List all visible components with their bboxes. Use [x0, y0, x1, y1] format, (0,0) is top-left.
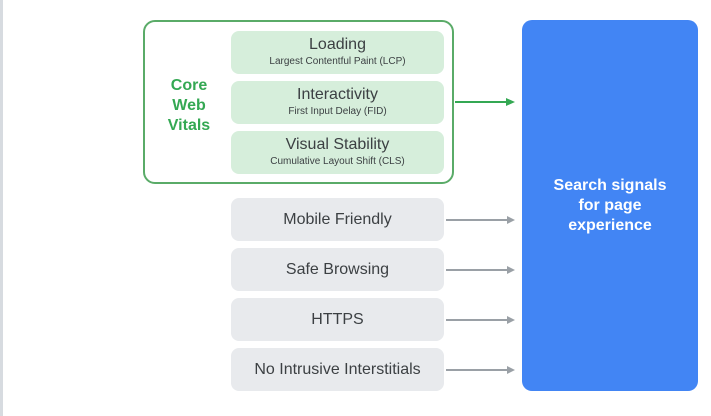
metric-subtitle: First Input Delay (FID) — [288, 106, 387, 117]
signal-safe-browsing: Safe Browsing — [231, 248, 444, 291]
signal-arrow-line — [446, 319, 508, 321]
result-line: Search signals — [553, 177, 667, 194]
left-edge-divider — [0, 0, 3, 416]
page-experience-box — [522, 20, 698, 391]
signal-no-intrusive-interstitials: No Intrusive Interstitials — [231, 348, 444, 391]
metric-title: Loading — [309, 36, 366, 53]
signal-arrow-line — [446, 269, 508, 271]
signal-arrow-head-icon — [507, 216, 515, 224]
core-web-vitals-group — [143, 20, 454, 184]
core-web-vitals-label: Core Web Vitals — [160, 76, 218, 136]
signal-https: HTTPS — [231, 298, 444, 341]
metric-loading: Loading Largest Contentful Paint (LCP) — [231, 31, 444, 74]
signal-mobile-friendly: Mobile Friendly — [231, 198, 444, 241]
cwv-label-line: Vitals — [167, 117, 211, 134]
page-experience-label: Search signals for page experience — [522, 176, 698, 236]
cwv-arrow-line — [455, 101, 507, 103]
result-line: experience — [568, 217, 652, 234]
cwv-label-line: Core — [170, 77, 208, 94]
signal-arrow-line — [446, 219, 508, 221]
cwv-arrow-head-icon — [506, 98, 515, 106]
metric-title: Visual Stability — [285, 136, 390, 153]
metric-interactivity: Interactivity First Input Delay (FID) — [231, 81, 444, 124]
metric-visual-stability: Visual Stability Cumulative Layout Shift… — [231, 131, 444, 174]
metric-subtitle: Largest Contentful Paint (LCP) — [269, 56, 406, 67]
signal-arrow-head-icon — [507, 316, 515, 324]
signal-arrow-head-icon — [507, 366, 515, 374]
signal-arrow-head-icon — [507, 266, 515, 274]
cwv-label-line: Web — [172, 97, 206, 114]
signal-arrow-line — [446, 369, 508, 371]
metric-title: Interactivity — [297, 86, 378, 103]
result-line: for page — [578, 197, 642, 214]
metric-subtitle: Cumulative Layout Shift (CLS) — [270, 156, 405, 167]
